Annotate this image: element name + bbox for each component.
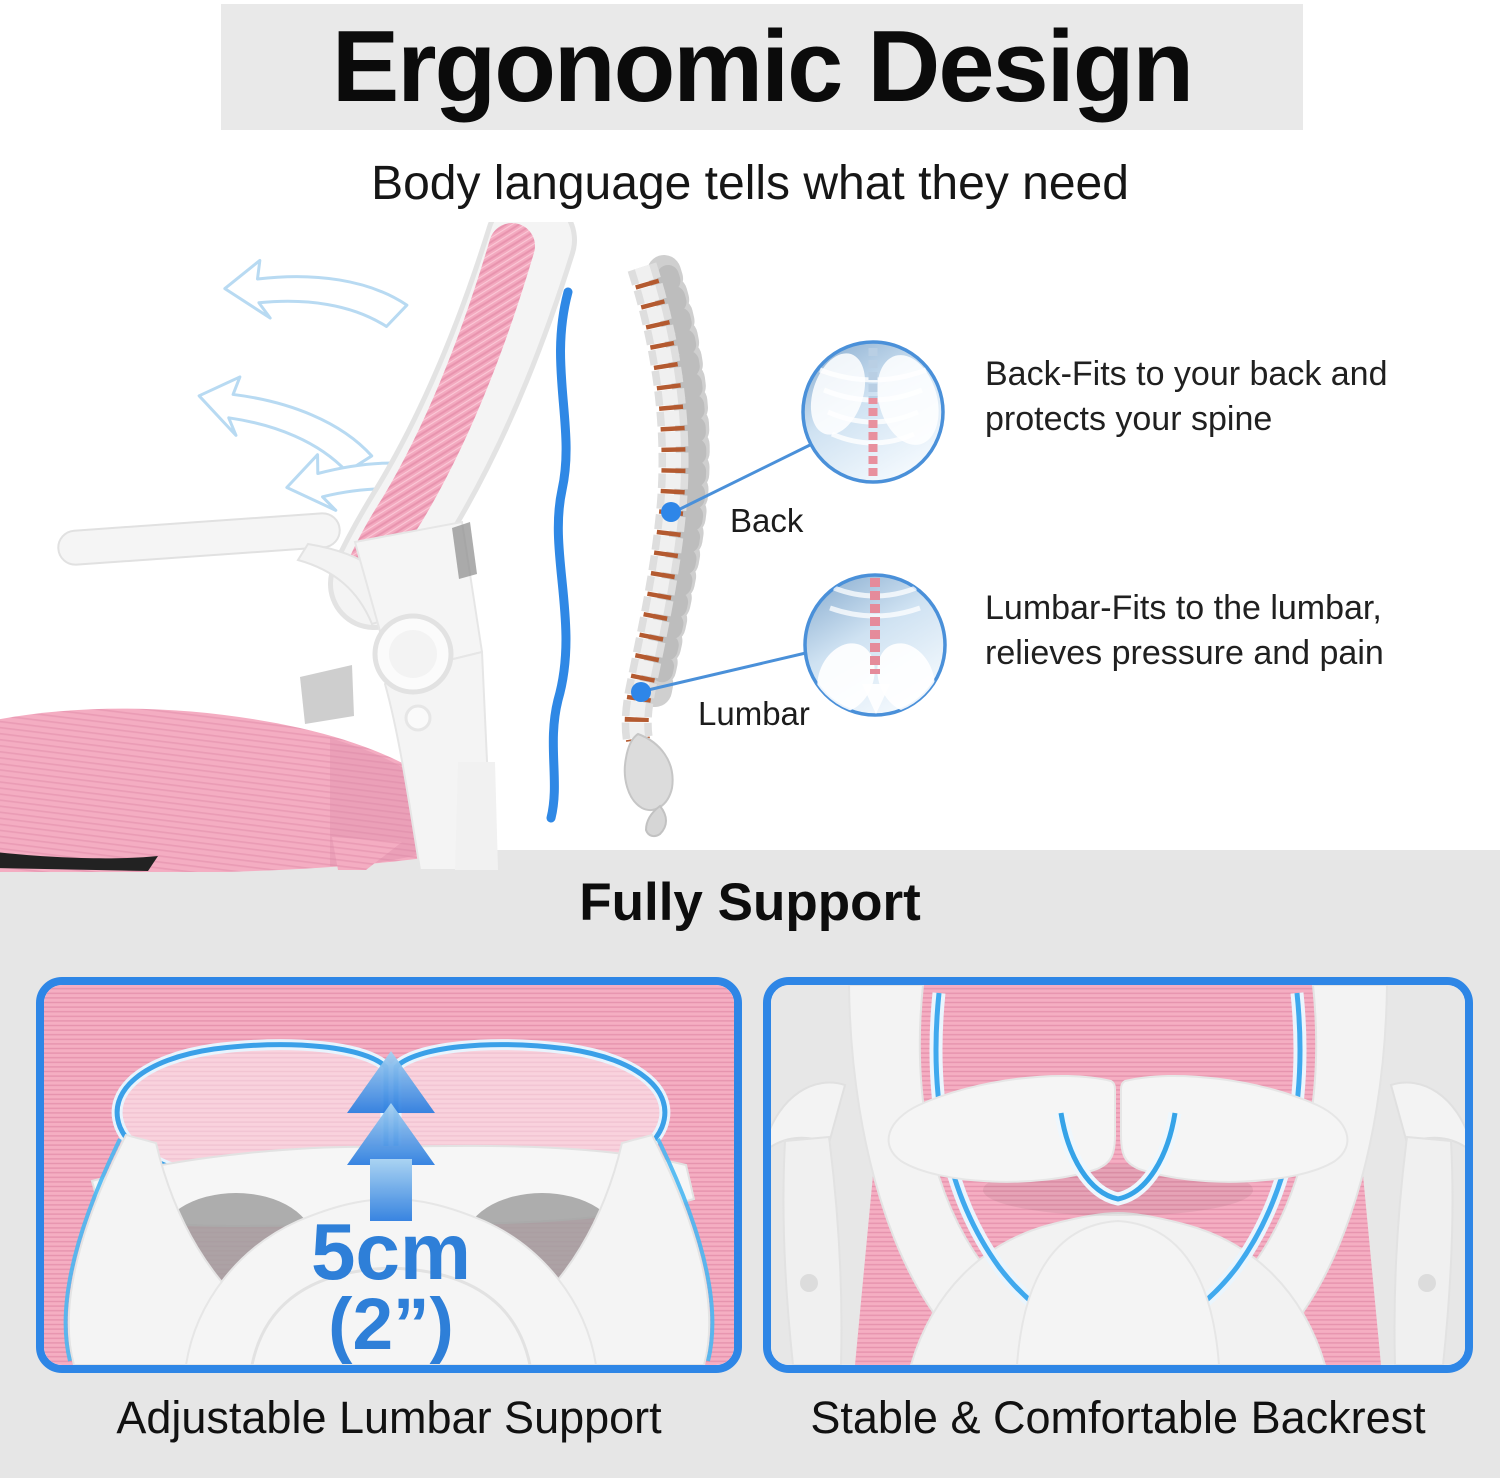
- backrest-graphic: [771, 985, 1465, 1365]
- up-arrow-icon: [347, 1051, 435, 1221]
- back-label: Back: [730, 502, 804, 539]
- chair-side-view: [0, 222, 577, 872]
- armrest-left-hint: [771, 1081, 847, 1365]
- support-section-title: Fully Support: [579, 873, 921, 932]
- center-dome-rear: [1015, 1219, 1221, 1365]
- lumbar-callout-line2: relieves pressure and pain: [985, 634, 1384, 672]
- back-callout-line1: Back-Fits to your back and: [985, 355, 1388, 393]
- armrest: [57, 512, 341, 566]
- seat-cushion: [0, 708, 424, 872]
- lumbar-support-graphic: 5cm (2”): [44, 985, 734, 1365]
- page-title: Ergonomic Design: [331, 10, 1194, 123]
- title-banner: Ergonomic Design: [221, 4, 1303, 130]
- back-callout-text: Back-Fits to your back and protects your…: [985, 352, 1388, 442]
- lumbar-wings: [887, 1074, 1349, 1216]
- spine-curve-line: [546, 287, 573, 823]
- lumbar-callout-text: Lumbar-Fits to the lumbar, relieves pres…: [985, 586, 1384, 676]
- right-panel-caption: Stable & Comfortable Backrest: [810, 1392, 1426, 1443]
- left-panel-caption: Adjustable Lumbar Support: [116, 1392, 662, 1443]
- armrest-right-hint: [1389, 1081, 1465, 1365]
- backrest-panel: [763, 977, 1473, 1373]
- back-callout-line2: protects your spine: [985, 400, 1273, 438]
- lumbar-label: Lumbar: [698, 695, 810, 732]
- lumbar-anchor-dot: [631, 682, 651, 702]
- back-anchor-dot: [661, 502, 681, 522]
- spine-illustration: [621, 255, 710, 838]
- back-callout-bubble: [677, 340, 945, 512]
- lumbar-callout-line1: Lumbar-Fits to the lumbar,: [985, 589, 1382, 627]
- measurement-inch: (2”): [328, 1284, 454, 1365]
- lumbar-contour-line: [1058, 1112, 1178, 1202]
- measurement-cm: 5cm: [311, 1207, 471, 1296]
- page-subtitle: Body language tells what they need: [371, 157, 1129, 210]
- lumbar-support-panel: 5cm (2”): [36, 977, 742, 1373]
- ergonomic-diagram-illustration: [0, 222, 947, 872]
- seat-underside: [0, 852, 158, 871]
- lumbar-callout-bubble: [647, 573, 947, 717]
- sacrum: [623, 732, 674, 811]
